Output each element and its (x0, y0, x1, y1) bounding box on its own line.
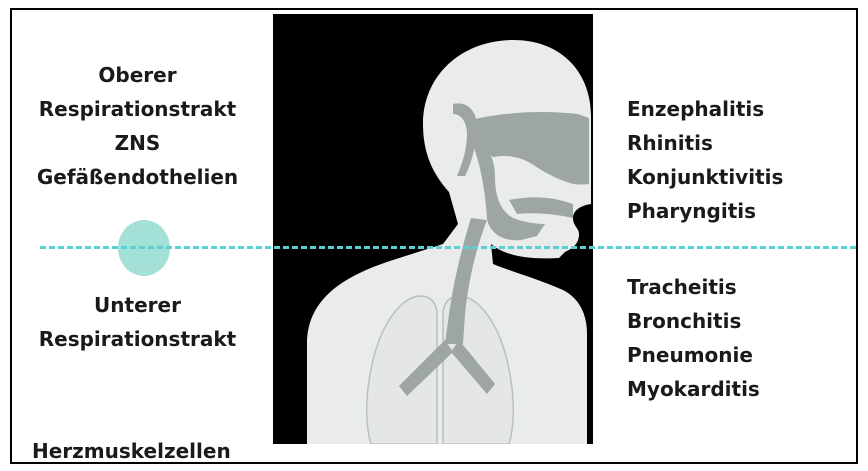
upper-lower-divider (40, 246, 856, 249)
left-upper-line-3: ZNS (30, 126, 245, 160)
right-upper-line-2: Rhinitis (627, 126, 713, 160)
left-lower-line-1: Unterer (30, 288, 245, 322)
left-upper-line-1: Oberer (30, 58, 245, 92)
left-lower-line-2: Respirationstrakt (30, 322, 245, 356)
left-upper-line-2: Respirationstrakt (30, 92, 245, 126)
right-lower-line-2: Bronchitis (627, 304, 741, 338)
left-bottom-label: Herzmuskelzellen (32, 434, 231, 468)
right-upper-line-4: Pharyngitis (627, 194, 756, 228)
right-lower-line-4: Myokarditis (627, 372, 760, 406)
respiratory-illustration (273, 14, 593, 444)
right-lower-line-3: Pneumonie (627, 338, 753, 372)
right-upper-line-3: Konjunktivitis (627, 160, 783, 194)
left-upper-line-4: Gefäßendothelien (30, 160, 245, 194)
right-lower-line-1: Tracheitis (627, 270, 737, 304)
right-upper-line-1: Enzephalitis (627, 92, 764, 126)
